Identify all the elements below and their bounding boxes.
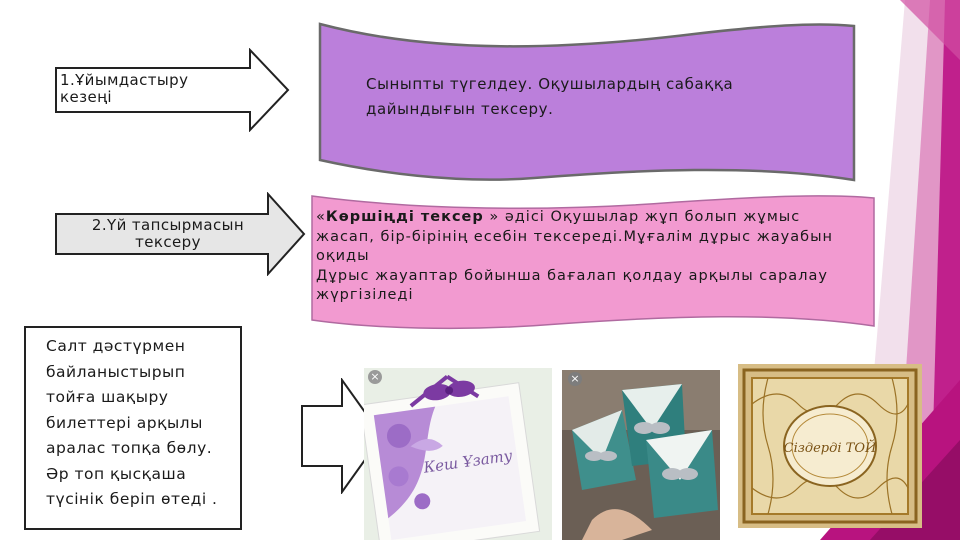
banner2-text: «Көршіңді тексер » әдісі Оқушылар жұп бо… <box>316 208 856 306</box>
step2-arrow: 2.Үй тапсырмасын тексеру <box>54 192 306 276</box>
quote-open: « <box>316 209 326 225</box>
wave-banner-shape <box>311 195 875 330</box>
teal-cards-drawing <box>562 370 720 540</box>
gold-card-script: Сіздерді ТОЙ <box>784 438 877 456</box>
method-name: Көршіңді тексер <box>325 209 484 225</box>
wave-banner-shape <box>318 22 856 182</box>
banner1-text: Сыныпты түгелдеу. Оқушылардың сабаққа да… <box>366 75 734 118</box>
step2-label: 2.Үй тапсырмасын тексеру <box>91 216 245 251</box>
step3-box: Салт дәстүрмен байланыстырып тойға шақыр… <box>24 326 242 530</box>
banner2-text-line2: Дұрыс жауаптар бойынша бағалап қолдау ар… <box>316 267 828 304</box>
close-icon[interactable]: × <box>568 372 582 386</box>
step3-arrow-icon <box>301 378 384 494</box>
close-icon[interactable]: × <box>368 370 382 384</box>
invitation-cards-teal-image: × <box>562 370 720 540</box>
banner2-text-rest: » әдісі Оқушылар жұп болып жұмыс жасап, … <box>316 209 833 264</box>
step1-label: 1.Ұйымдастыру кезеңі <box>60 71 189 106</box>
banner-organization: Сыныпты түгелдеу. Оқушылардың сабаққа да… <box>314 14 858 188</box>
gold-card-drawing: Сіздерді ТОЙ <box>738 364 922 528</box>
invitation-card-lilac-image: Кеш Ұзату × <box>364 368 552 540</box>
banner-homework-check: «Көршіңді тексер » әдісі Оқушылар жұп бо… <box>308 188 878 338</box>
step3-text: Салт дәстүрмен байланыстырып тойға шақыр… <box>46 337 218 508</box>
step1-arrow: 1.Ұйымдастыру кезеңі <box>54 48 290 132</box>
arrow-shape-icon <box>55 192 306 276</box>
lilac-card-drawing: Кеш Ұзату <box>364 368 552 540</box>
arrow-shape-icon <box>55 48 290 132</box>
invitation-card-gold-image: Сіздерді ТОЙ <box>738 364 922 528</box>
